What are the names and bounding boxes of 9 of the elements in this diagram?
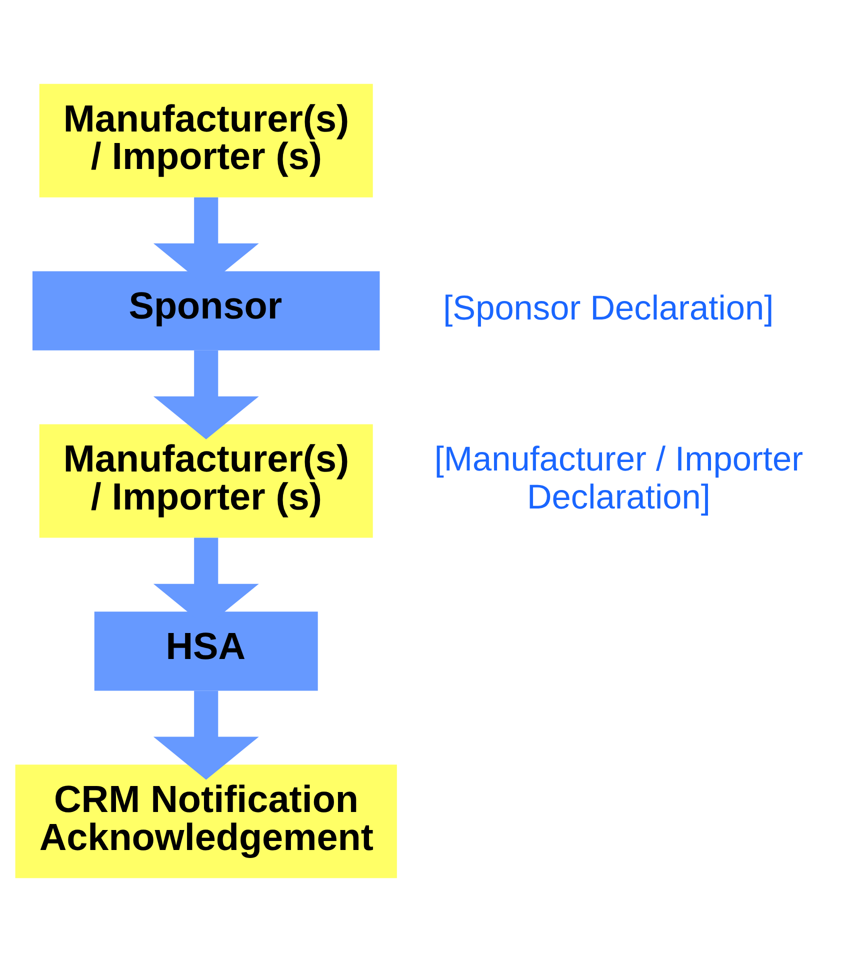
node-box: Manufacturer(s) / Importer (s) [39, 84, 373, 198]
node-label: [Sponsor Declaration] [443, 289, 774, 328]
node-box: HSA [94, 612, 318, 691]
arrow [153, 350, 259, 440]
node-box: Manufacturer(s) / Importer (s) [39, 424, 373, 538]
node-box: CRM Notification Acknowledgement [15, 764, 397, 878]
node-label: [Manufacturer / Importer Declaration] [434, 440, 804, 517]
node-box: Sponsor [32, 271, 380, 350]
arrow [153, 690, 259, 780]
